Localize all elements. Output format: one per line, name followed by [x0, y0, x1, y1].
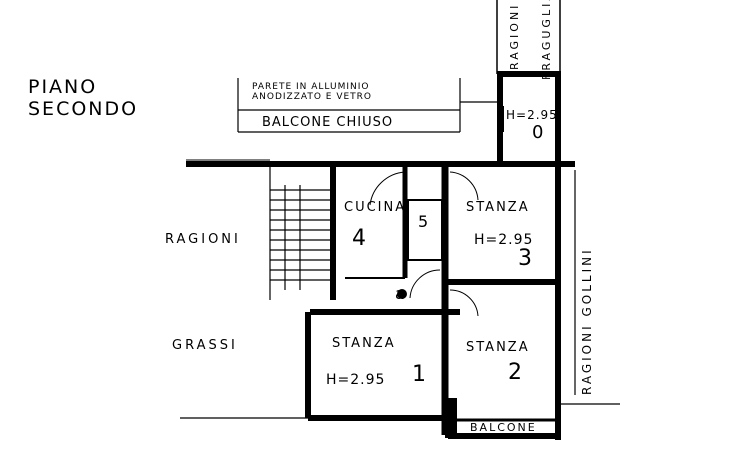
neighbor-right: RAGIONI GOLLINI — [580, 247, 594, 395]
room-2-number: 2 — [508, 360, 523, 385]
small-room-height: H=2.95 — [506, 108, 558, 122]
small-room-number: 0 — [532, 122, 545, 143]
floor-title-line-1: PIANO — [28, 76, 98, 98]
room-3-name: STANZA — [466, 200, 530, 215]
floor-title: PIANO SECONDO — [28, 76, 138, 120]
room-kitchen-number: 4 — [352, 226, 367, 251]
floor-title-line-2: SECONDO — [28, 98, 139, 120]
neighbor-left-1: RAGIONI — [165, 232, 241, 247]
room-2-name: STANZA — [466, 340, 530, 355]
room-1-name: STANZA — [332, 336, 396, 351]
bathroom-number: 5 — [418, 212, 430, 231]
neighbor-left-2: GRASSI — [172, 338, 238, 353]
hall-mark: a — [395, 284, 406, 303]
wall-note-line-1: PARETE IN ALLUMINIO — [252, 82, 370, 92]
room-1-number: 1 — [412, 362, 427, 387]
wall-note-line-2: ANODIZZATO E VETRO — [252, 92, 373, 102]
wall-note: PARETE IN ALLUMINIO ANODIZZATO E VETRO — [252, 82, 372, 102]
room-3-number: 3 — [518, 246, 533, 271]
balcony-label: BALCONE — [470, 421, 537, 434]
neighbor-top-2: FRAGUGLIA — [540, 0, 553, 80]
room-1-height: H=2.95 — [326, 372, 386, 388]
neighbor-top-1: RAGIONI — [508, 2, 521, 70]
enclosed-balcony-label: BALCONE CHIUSO — [262, 115, 394, 130]
room-kitchen-name: CUCINA — [344, 200, 407, 215]
room-3-height: H=2.95 — [474, 232, 534, 248]
